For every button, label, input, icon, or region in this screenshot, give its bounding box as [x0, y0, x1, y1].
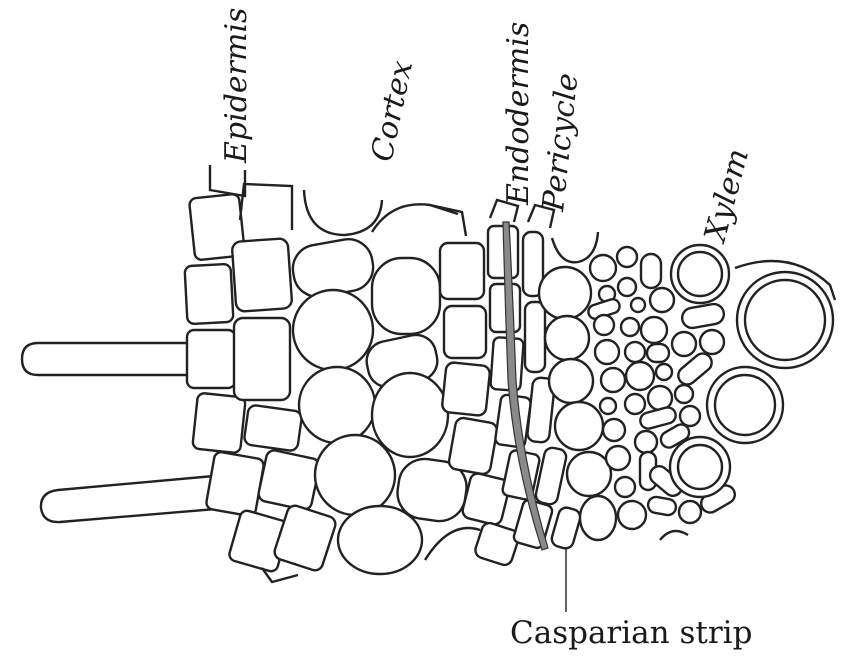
- root-hair-upper: [20, 341, 197, 377]
- pericycle-layer: [521, 203, 582, 550]
- cortex-layer: [231, 182, 520, 576]
- endodermis-layer: [486, 198, 554, 551]
- root-hair-lower: [39, 473, 230, 524]
- label-endodermis: Endodermis: [501, 22, 536, 206]
- label-cortex: Cortex: [365, 57, 420, 164]
- label-casparian-strip: Casparian strip: [510, 615, 752, 651]
- label-xylem: Xylem: [697, 145, 756, 247]
- epidermis-layer: [183, 165, 299, 584]
- casparian-strip-band: [502, 221, 549, 551]
- stele-parenchyma: [537, 231, 736, 542]
- root-hairs: [20, 341, 230, 524]
- label-epidermis: Epidermis: [219, 8, 254, 164]
- xylem-vessels: [668, 243, 837, 499]
- label-pericycle: Pericycle: [536, 71, 585, 213]
